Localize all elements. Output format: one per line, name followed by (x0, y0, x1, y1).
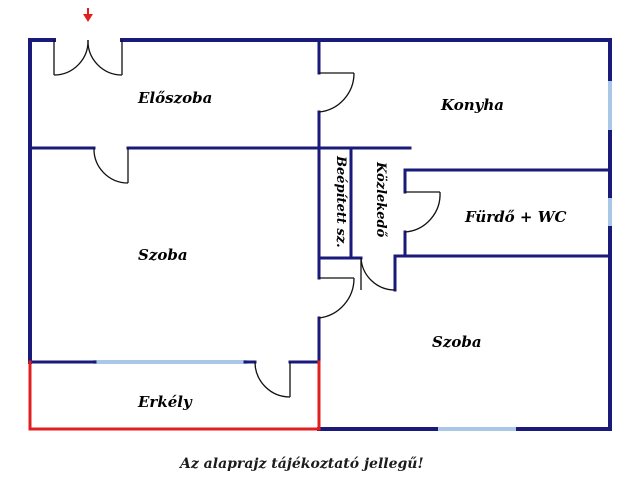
room-label-szoba-left: Szoba (138, 246, 188, 264)
room-label-konyha: Konyha (440, 96, 504, 114)
doors (53, 39, 441, 398)
entrance-door (53, 39, 123, 76)
room-label-kozlekedo: Közlekedő (373, 161, 388, 238)
room-label-szoba-right: Szoba (432, 333, 482, 351)
door-balcony (254, 361, 291, 398)
windows (93, 81, 612, 431)
door-bathroom (404, 191, 441, 233)
entrance-arrow-icon (83, 8, 93, 22)
room-label-eloszoba: Előszoba (137, 89, 212, 107)
door-right-room (318, 277, 355, 319)
balcony-railing (28, 360, 321, 431)
room-label-furdo: Fürdő + WC (464, 208, 567, 226)
disclaimer-note: Az alaprajz tájékoztató jellegű! (178, 456, 424, 472)
room-label-beepitett: Beépített sz. (333, 155, 348, 248)
door-left-room (93, 147, 129, 184)
door-kitchen (318, 72, 355, 113)
door-corridor (360, 257, 396, 291)
outer-walls (28, 38, 612, 431)
room-label-erkely: Erkély (137, 393, 193, 411)
